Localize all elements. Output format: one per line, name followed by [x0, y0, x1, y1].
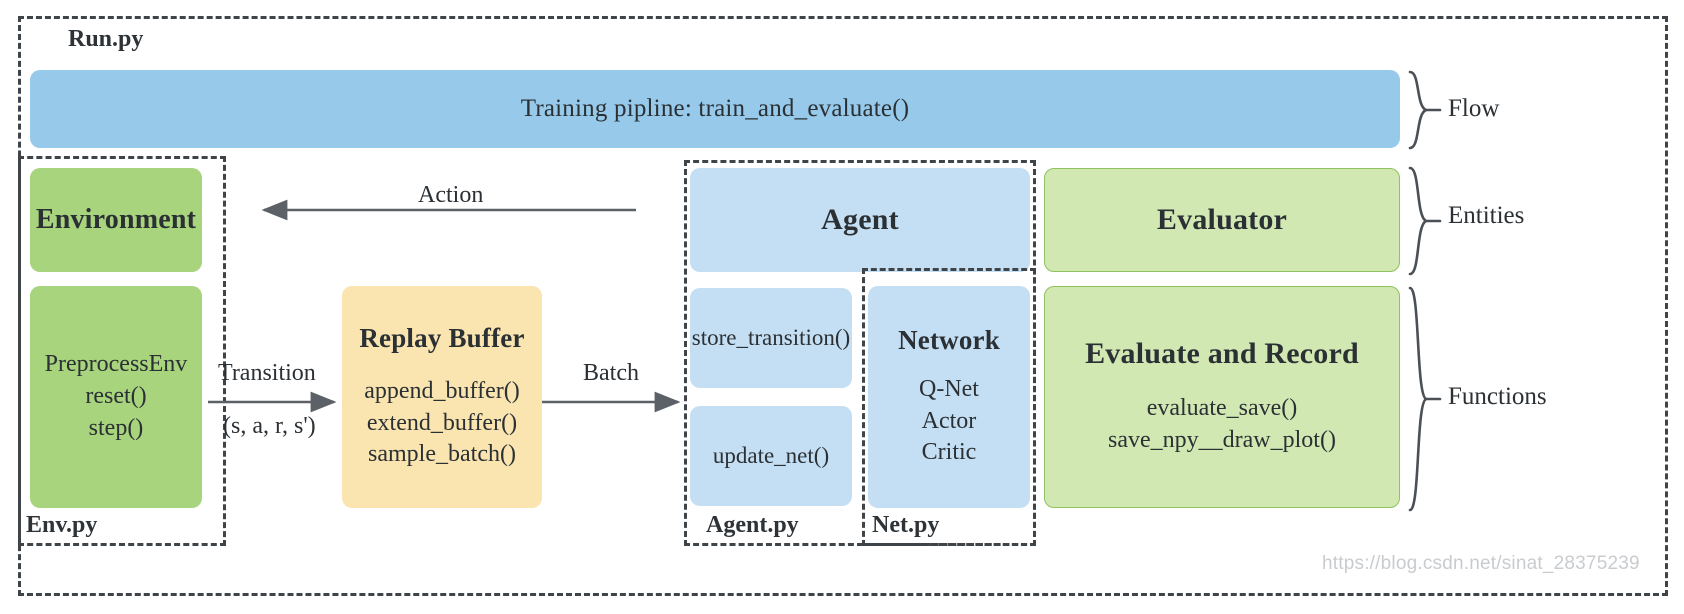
batch-arrow-icon [542, 391, 681, 413]
net-py-container [862, 268, 1036, 546]
store-transition-label: store_transition() [691, 325, 851, 350]
batch-arrow-label: Batch [583, 360, 639, 386]
action-arrow-label: Action [418, 182, 484, 208]
agent-py-label: Agent.py [706, 512, 799, 538]
evaluate-and-record-lines: evaluate_save() save_npy__draw_plot() [1108, 395, 1336, 453]
training-pipeline-bar: Training pipline: train_and_evaluate() [30, 70, 1400, 148]
network-lines: Q-Net Actor Critic [919, 375, 979, 466]
replay-buffer-lines: append_buffer() extend_buffer() sample_b… [364, 377, 520, 468]
agent-box: Agent [690, 168, 1030, 272]
environment-box: Environment [30, 168, 202, 272]
replay-buffer-title: Replay Buffer [359, 322, 525, 353]
flow-group-label: Flow [1448, 95, 1500, 122]
network-title: Network [898, 324, 1000, 355]
action-arrow-icon [261, 199, 636, 221]
entities-brace-icon [1408, 166, 1442, 276]
environment-title: Environment [35, 204, 197, 235]
transition-tuple-label: (s, a, r, s') [223, 413, 316, 439]
evaluate-and-record-title: Evaluate and Record [1085, 337, 1359, 371]
env-py-label: Env.py [26, 512, 98, 538]
network-box: Network Q-Net Actor Critic [868, 286, 1030, 508]
net-py-label: Net.py [872, 512, 940, 538]
store-transition-box: store_transition() [690, 288, 852, 388]
env-py-container [18, 156, 226, 546]
functions-group-label: Functions [1448, 383, 1547, 410]
flow-brace-icon [1408, 70, 1442, 150]
evaluate-and-record-box: Evaluate and Record evaluate_save() save… [1044, 286, 1400, 508]
evaluator-box: Evaluator [1044, 168, 1400, 272]
transition-arrow-label: Transition [218, 360, 316, 386]
entities-group-label: Entities [1448, 202, 1525, 229]
functions-brace-icon [1408, 286, 1442, 512]
evaluator-title: Evaluator [1156, 203, 1288, 236]
transition-arrow-icon [208, 391, 337, 413]
preprocess-env-box: PreprocessEnv reset() step() [30, 286, 202, 508]
update-net-box: update_net() [690, 406, 852, 506]
replay-buffer-box: Replay Buffer append_buffer() extend_buf… [342, 286, 542, 508]
preprocess-env-lines: PreprocessEnv reset() step() [44, 351, 188, 441]
watermark: https://blog.csdn.net/sinat_28375239 [1322, 553, 1640, 574]
update-net-label: update_net() [712, 443, 830, 468]
agent-title: Agent [821, 203, 899, 236]
run-py-label: Run.py [68, 26, 144, 52]
training-pipeline-label: Training pipline: train_and_evaluate() [520, 95, 910, 122]
